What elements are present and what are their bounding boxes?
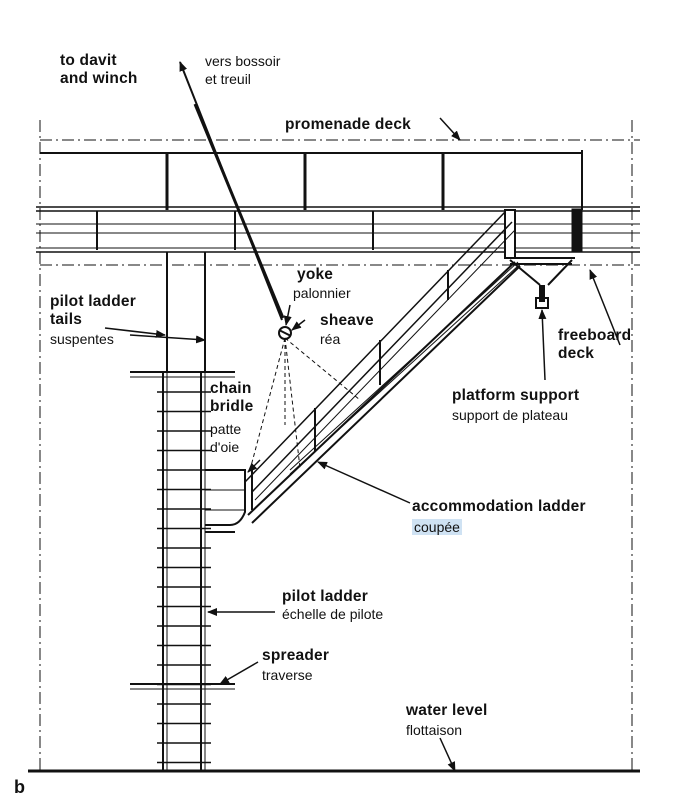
accommodation-ladder-label-fr-wrap: coupée xyxy=(412,518,462,536)
tails-label-fr: suspentes xyxy=(50,331,114,347)
pilot-ladder-label-en: pilot ladder xyxy=(282,588,368,605)
yoke-label-fr: palonnier xyxy=(293,285,351,301)
yoke-label-en: yoke xyxy=(297,266,334,283)
freeboard-label-line1: freeboard xyxy=(558,327,632,344)
pilot-ladder-tails xyxy=(166,252,206,372)
chain-bridle-label-en: chain bridle xyxy=(210,380,253,416)
hull-outline xyxy=(39,120,640,770)
chain-bridle-label-en-line2: bridle xyxy=(210,398,254,415)
davit-label-fr-line2: et treuil xyxy=(205,71,251,87)
chain-bridle-label-fr-line2: d'oie xyxy=(210,439,240,455)
tails-label-en: pilot ladder tails xyxy=(50,293,136,329)
chain-bridle-label-en-line1: chain xyxy=(210,380,252,397)
accommodation-ladder-label-fr: coupée xyxy=(412,519,462,535)
accommodation-ladder-label-en: accommodation ladder xyxy=(412,498,586,515)
tails-label-en-line1: pilot ladder xyxy=(50,293,136,310)
promenade-deck-structure xyxy=(36,150,640,253)
tails-label-en-line2: tails xyxy=(50,311,83,328)
chain-bridle-label-fr: patte d'oie xyxy=(210,420,241,456)
pilot-ladder-label-fr: échelle de pilote xyxy=(282,606,384,622)
platform-support-label-en: platform support xyxy=(452,387,580,404)
accommodation-ladder xyxy=(205,211,521,533)
davit-label-fr: vers bossoir et treuil xyxy=(205,52,280,88)
davit-fall xyxy=(179,61,361,471)
leader-arrows xyxy=(104,117,621,772)
water-level-label-en: water level xyxy=(406,702,488,719)
freeboard-label-line2: deck xyxy=(558,345,595,362)
platform-support-label-fr: support de plateau xyxy=(452,407,568,423)
water-level-label-fr: flottaison xyxy=(406,722,463,738)
spreader-label-fr: traverse xyxy=(262,667,313,683)
sheave-label-en: sheave xyxy=(320,312,374,329)
platform-support xyxy=(504,209,575,309)
freeboard-label: freeboard deck xyxy=(558,327,631,363)
davit-label-fr-line1: vers bossoir xyxy=(205,53,281,69)
pilot-ladder xyxy=(130,371,235,770)
spreader-label-en: spreader xyxy=(262,647,330,664)
davit-label-en: to davit and winch xyxy=(60,52,138,88)
promenade-deck-label: promenade deck xyxy=(285,116,411,133)
chain-bridle-label-fr-line1: patte xyxy=(210,421,242,437)
sheave-label-fr: réa xyxy=(320,331,341,347)
davit-label-en-line2: and winch xyxy=(60,70,138,87)
figure-letter: b xyxy=(14,777,25,797)
davit-label-en-line1: to davit xyxy=(60,52,117,69)
